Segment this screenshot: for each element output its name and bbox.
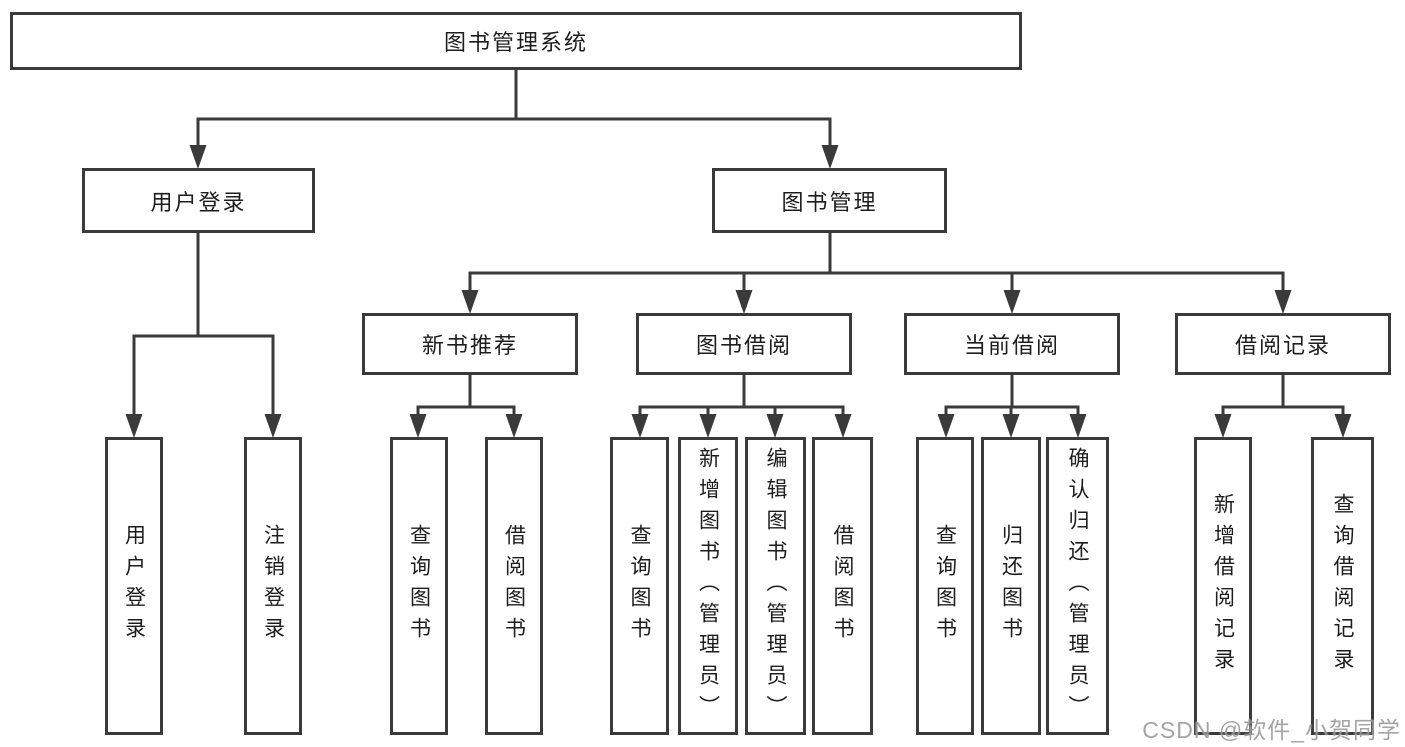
- node-user-login-label: 用户登录: [150, 189, 247, 215]
- leaf-records-add-record-label: 新增借阅记录: [1211, 493, 1235, 679]
- leaf-borrowing-query-books-label: 查询图书: [628, 524, 651, 648]
- leaf-current-return-books: 归还图书: [981, 437, 1041, 735]
- leaf-current-query-books-label: 查询图书: [933, 524, 957, 648]
- leaf-borrowing-borrow-books: 借阅图书: [812, 437, 873, 735]
- leaf-recommend-query-books: 查询图书: [390, 437, 448, 735]
- leaf-current-confirm-return-label: 确认归还（管理员）: [1066, 446, 1089, 726]
- node-user-login: 用户登录: [82, 168, 315, 233]
- node-current-borrowing-label: 当前借阅: [963, 333, 1060, 358]
- node-borrowing-records-label: 借阅记录: [1234, 333, 1331, 358]
- leaf-recommend-query-books-label: 查询图书: [407, 524, 431, 648]
- node-book-management: 图书管理: [712, 168, 947, 233]
- node-borrowing-records: 借阅记录: [1175, 313, 1391, 375]
- node-book-borrowing: 图书借阅: [636, 313, 852, 375]
- node-root: 图书管理系统: [10, 12, 1022, 70]
- node-book-borrowing-label: 图书借阅: [695, 333, 792, 358]
- node-new-book-recommend: 新书推荐: [362, 313, 578, 375]
- leaf-borrowing-add-books-label: 新增图书（管理员）: [696, 446, 720, 726]
- leaf-user-login: 用户登录: [105, 437, 163, 735]
- leaf-logout-label: 注销登录: [261, 524, 285, 648]
- leaf-borrowing-edit-books-label: 编辑图书（管理员）: [764, 446, 787, 726]
- leaf-borrowing-add-books: 新增图书（管理员）: [678, 437, 738, 735]
- leaf-recommend-borrow-books-label: 借阅图书: [502, 524, 526, 648]
- node-new-book-recommend-label: 新书推荐: [421, 333, 518, 358]
- leaf-current-return-books-label: 归还图书: [999, 524, 1023, 648]
- node-book-management-label: 图书管理: [781, 189, 878, 215]
- leaf-user-login-label: 用户登录: [122, 524, 146, 648]
- node-current-borrowing: 当前借阅: [904, 313, 1120, 375]
- leaf-records-query-record-label: 查询借阅记录: [1331, 493, 1354, 679]
- leaf-borrowing-borrow-books-label: 借阅图书: [831, 524, 854, 648]
- leaf-records-add-record: 新增借阅记录: [1194, 437, 1252, 735]
- leaf-logout: 注销登录: [244, 437, 302, 735]
- leaf-current-query-books: 查询图书: [916, 437, 974, 735]
- leaf-borrowing-query-books: 查询图书: [610, 437, 669, 735]
- node-root-label: 图书管理系统: [443, 30, 588, 55]
- leaf-recommend-borrow-books: 借阅图书: [485, 437, 543, 735]
- leaf-borrowing-edit-books: 编辑图书（管理员）: [745, 437, 806, 735]
- leaf-records-query-record: 查询借阅记录: [1311, 437, 1374, 735]
- leaf-current-confirm-return: 确认归还（管理员）: [1046, 437, 1109, 735]
